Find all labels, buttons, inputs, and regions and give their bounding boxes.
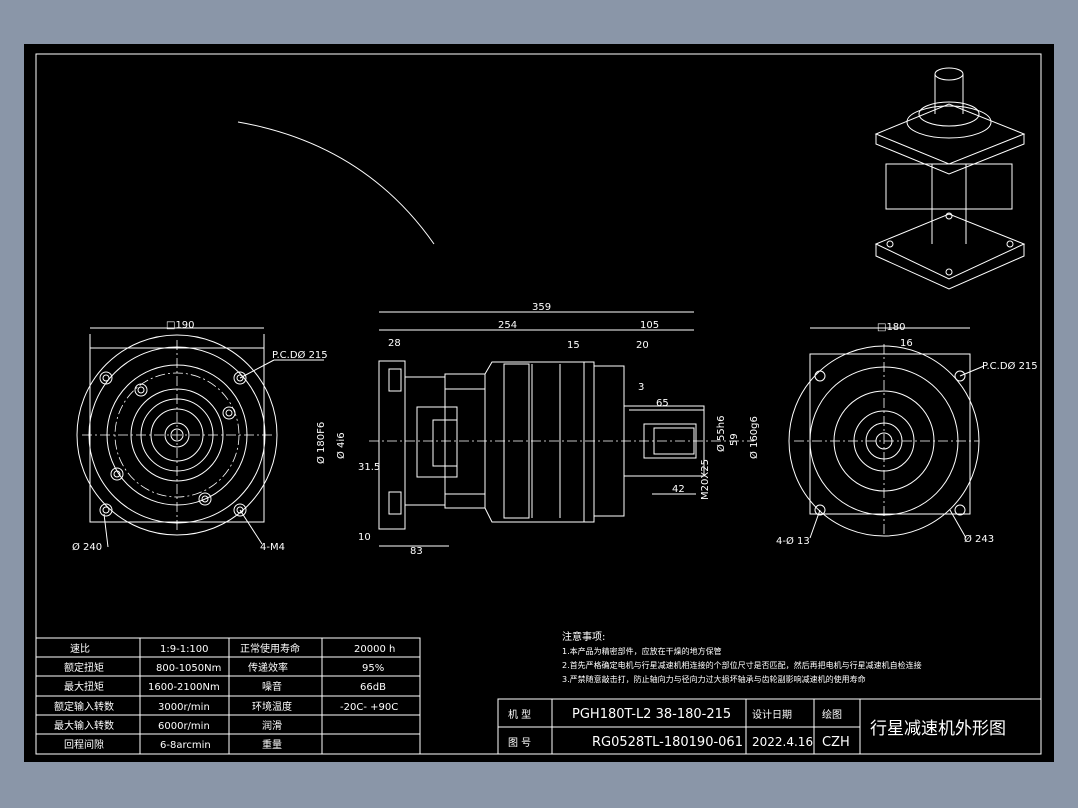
note-2: 2.首先严格确定电机与行星减速机相连接的个部位尺寸是否匹配，然后再把电机与行星减…: [562, 660, 922, 670]
svg-text:Ø 55h6: Ø 55h6: [715, 416, 727, 452]
svg-text:15: 15: [567, 340, 580, 351]
svg-text:PGH180T-L2 38-180-215: PGH180T-L2 38-180-215: [572, 707, 731, 722]
svg-text:Ø 160g6: Ø 160g6: [748, 416, 760, 459]
svg-text:正常使用寿命: 正常使用寿命: [240, 642, 300, 655]
svg-text:Ø 180F6: Ø 180F6: [315, 422, 327, 464]
svg-text:1600-2100Nm: 1600-2100Nm: [148, 682, 220, 693]
svg-text:65: 65: [656, 398, 669, 409]
svg-text:105: 105: [640, 320, 659, 331]
svg-text:图 号: 图 号: [508, 737, 531, 749]
svg-text:最大扭矩: 最大扭矩: [64, 680, 104, 693]
dim-square: □190: [166, 320, 195, 331]
dim-holes: 4-M4: [260, 542, 285, 553]
note-3: 3.严禁随意敲击打，防止轴向力与径向力过大损坏轴承与齿轮副影响减速机的使用寿命: [562, 674, 866, 684]
svg-text:重量: 重量: [262, 738, 282, 751]
svg-text:额定输入转数: 额定输入转数: [54, 700, 114, 713]
svg-text:设计日期: 设计日期: [752, 708, 792, 721]
svg-text:Ø 243: Ø 243: [964, 533, 994, 545]
svg-text:绘图: 绘图: [822, 708, 842, 721]
svg-text:速比: 速比: [70, 643, 90, 655]
svg-text:254: 254: [498, 320, 517, 331]
dim-diameter: Ø 240: [72, 541, 102, 553]
svg-text:Ø 4i6: Ø 4i6: [335, 432, 347, 459]
svg-text:□180: □180: [877, 322, 906, 333]
notes-block: 注意事项: 1.本产品为精密部件，应放在干燥的地方保管 2.首先严格确定电机与行…: [562, 630, 922, 684]
svg-text:42: 42: [672, 484, 685, 495]
front-view: □190 P.C.DØ 215 Ø 240 4-M4: [72, 320, 328, 553]
svg-text:66dB: 66dB: [360, 682, 386, 693]
svg-text:800-1050Nm: 800-1050Nm: [156, 663, 221, 674]
svg-text:M20X25: M20X25: [700, 459, 711, 500]
svg-text:环境温度: 环境温度: [252, 700, 292, 713]
svg-text:95%: 95%: [362, 663, 384, 674]
svg-text:3: 3: [638, 382, 644, 393]
rear-view: □180 16 P.C.DØ 215 4-Ø 13 Ø 243: [776, 322, 1038, 547]
svg-text:31.5: 31.5: [358, 462, 380, 473]
svg-text:10: 10: [358, 532, 371, 543]
svg-text:16: 16: [900, 338, 913, 349]
note-1: 1.本产品为精密部件，应放在干燥的地方保管: [562, 646, 722, 656]
svg-text:2022.4.16: 2022.4.16: [752, 735, 813, 749]
svg-text:4-Ø 13: 4-Ø 13: [776, 535, 810, 547]
svg-text:RG0528TL-180190-061: RG0528TL-180190-061: [592, 735, 743, 750]
spec-table: 速比 1:9-1:100 正常使用寿命 20000 h 额定扭矩 800-105…: [35, 637, 421, 755]
outer-circle: [76, 334, 278, 536]
svg-text:359: 359: [532, 302, 551, 313]
svg-text:噪音: 噪音: [262, 680, 282, 693]
svg-text:20: 20: [636, 340, 649, 351]
svg-text:润滑: 润滑: [262, 719, 282, 732]
drawing-title: 行星减速机外形图: [870, 719, 1006, 739]
svg-text:1:9-1:100: 1:9-1:100: [160, 644, 209, 655]
cad-drawing: □190 P.C.DØ 215 Ø 240 4-M4 35: [35, 53, 1042, 755]
svg-text:59: 59: [729, 433, 740, 446]
svg-text:机 型: 机 型: [508, 708, 531, 721]
svg-text:28: 28: [388, 338, 401, 349]
svg-text:额定扭矩: 额定扭矩: [64, 661, 104, 674]
svg-text:20000 h: 20000 h: [354, 644, 395, 655]
notes-title: 注意事项:: [562, 630, 605, 643]
svg-text:83: 83: [410, 546, 423, 557]
svg-text:6000r/min: 6000r/min: [158, 721, 210, 732]
side-view: 359 254 105 28 15 20 3 65 42 31.5 10 83 …: [315, 302, 760, 557]
svg-text:CZH: CZH: [822, 735, 850, 750]
title-block: 机 型 PGH180T-L2 38-180-215 图 号 RG0528TL-1…: [497, 698, 1042, 755]
svg-text:最大输入转数: 最大输入转数: [54, 719, 114, 732]
svg-text:6-8arcmin: 6-8arcmin: [160, 740, 211, 751]
svg-text:-20C- +90C: -20C- +90C: [340, 702, 398, 713]
bolt-holes: [99, 371, 247, 517]
dim-pcd: P.C.DØ 215: [272, 349, 328, 361]
construction-arc: [237, 121, 435, 245]
svg-text:传递效率: 传递效率: [248, 661, 288, 674]
svg-text:回程间隙: 回程间隙: [64, 738, 104, 751]
svg-text:P.C.DØ 215: P.C.DØ 215: [982, 360, 1038, 372]
drawing-viewport[interactable]: □190 P.C.DØ 215 Ø 240 4-M4 35: [24, 44, 1054, 762]
isometric-view: [874, 67, 1026, 290]
svg-text:3000r/min: 3000r/min: [158, 702, 210, 713]
